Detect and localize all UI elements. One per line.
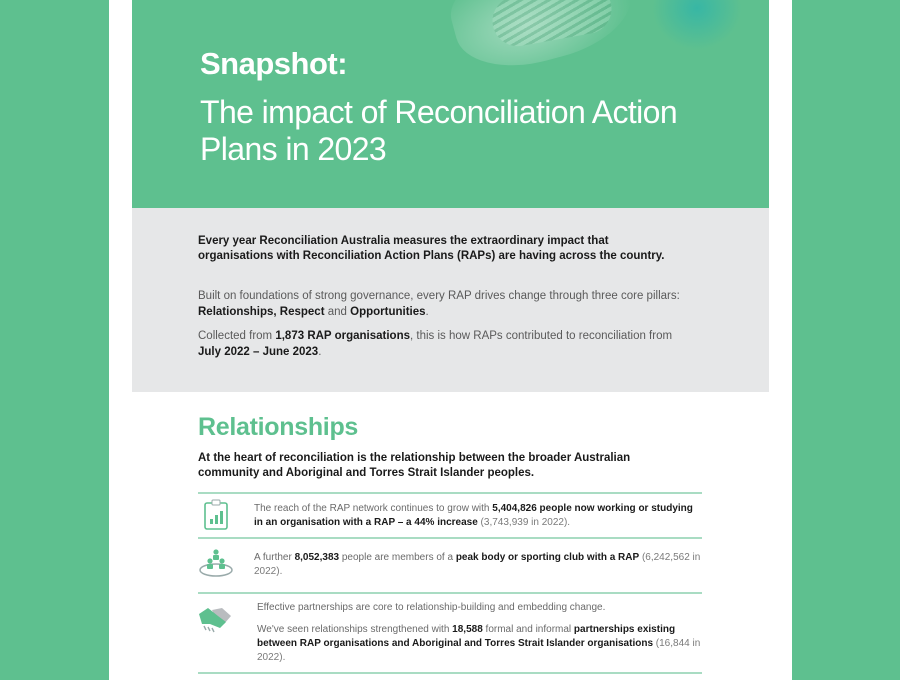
document-page: Snapshot: The impact of Reconciliation A…: [109, 0, 792, 680]
stat-item: The reach of the RAP network continues t…: [198, 497, 702, 537]
intro-pillars-paragraph: Built on foundations of strong governanc…: [198, 290, 680, 318]
divider: [198, 492, 702, 494]
stat-text: A further 8,052,383 people are members o…: [254, 552, 701, 577]
section-subtitle: At the heart of reconciliation is the re…: [198, 452, 631, 479]
stat-text: The reach of the RAP network continues t…: [254, 503, 693, 528]
stat-item: A further 8,052,383 people are members o…: [198, 542, 702, 590]
people-group-icon: [199, 549, 233, 577]
hero-banner: Snapshot: The impact of Reconciliation A…: [132, 0, 769, 208]
stat-intro-text: Effective partnerships are core to relat…: [257, 602, 606, 613]
intro-collection-paragraph: Collected from 1,873 RAP organisations, …: [198, 330, 673, 358]
clipboard-chart-icon: [204, 499, 228, 530]
intro-lead: Every year Reconciliation Australia meas…: [198, 235, 665, 262]
page-title: The impact of Reconciliation Action Plan…: [200, 94, 678, 167]
stat-item: Effective partnerships are core to relat…: [198, 598, 702, 670]
divider: [198, 537, 702, 539]
section-title-relationships: Relationships: [198, 413, 359, 441]
divider: [198, 592, 702, 594]
handshake-icon: [199, 608, 231, 633]
stat-text: We've seen relationships strengthened wi…: [257, 624, 701, 663]
brush-decoration: [652, 0, 742, 50]
hero-kicker: Snapshot:: [200, 46, 348, 81]
divider: [198, 672, 702, 674]
intro-panel: Every year Reconciliation Australia meas…: [132, 208, 769, 392]
